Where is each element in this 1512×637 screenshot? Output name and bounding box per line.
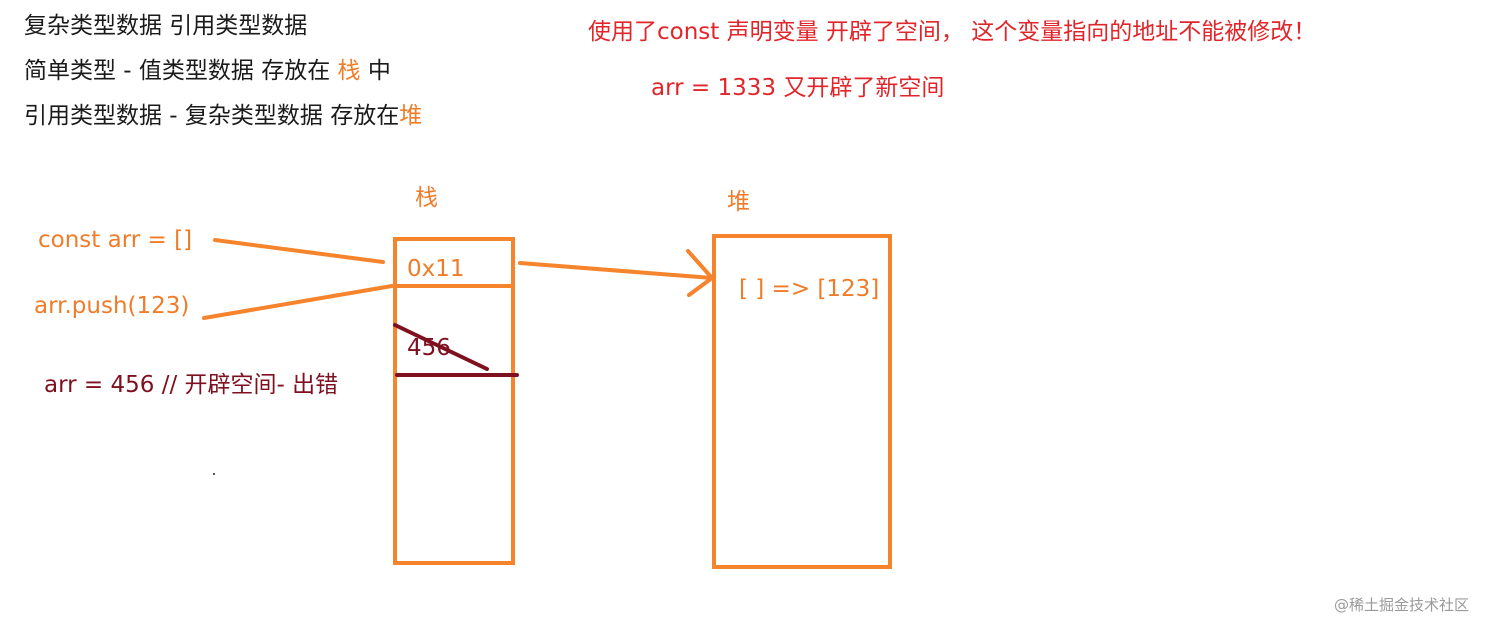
code-array-push: arr.push(123) — [34, 293, 190, 319]
push-connector-line — [202, 284, 394, 320]
watermark: @稀土掘金技术社区 — [1334, 596, 1470, 614]
reassign-explanation: arr = 1333 又开辟了新空间 — [651, 75, 945, 101]
code-const-declaration: const arr = [] — [38, 227, 193, 253]
note-line-3-prefix: 引用类型数据 - 复杂类型数据 存放在 — [24, 103, 400, 129]
pointer-arrow-line — [518, 261, 714, 280]
note-line-2-suffix: 中 — [360, 58, 391, 84]
stack-highlight: 栈 — [337, 58, 361, 84]
const-connector-line — [213, 238, 385, 264]
arrow-head-icon — [686, 249, 714, 297]
heap-label: 堆 — [727, 189, 750, 215]
stack-cell-crossed-value: 456 — [407, 335, 451, 361]
note-line-1: 复杂类型数据 引用类型数据 — [24, 13, 308, 39]
note-line-2: 简单类型 - 值类型数据 存放在 栈 中 — [24, 60, 391, 83]
stray-dot — [213, 473, 215, 475]
heap-highlight: 堆 — [399, 103, 423, 129]
strike-through-line — [393, 323, 489, 371]
stack-cell-address: 0x11 — [407, 256, 465, 282]
heap-box — [712, 234, 892, 569]
note-line-2-prefix: 简单类型 - 值类型数据 存放在 — [24, 58, 338, 84]
code-reassign-error: arr = 456 // 开辟空间- 出错 — [44, 372, 339, 398]
stack-box — [393, 237, 515, 565]
const-explanation: 使用了const 声明变量 开辟了空间， 这个变量指向的地址不能被修改！ — [588, 19, 1317, 45]
stack-label: 栈 — [415, 185, 438, 211]
heap-content: [ ] => [123] — [739, 278, 880, 301]
note-line-3: 引用类型数据 - 复杂类型数据 存放在堆 — [24, 105, 422, 128]
